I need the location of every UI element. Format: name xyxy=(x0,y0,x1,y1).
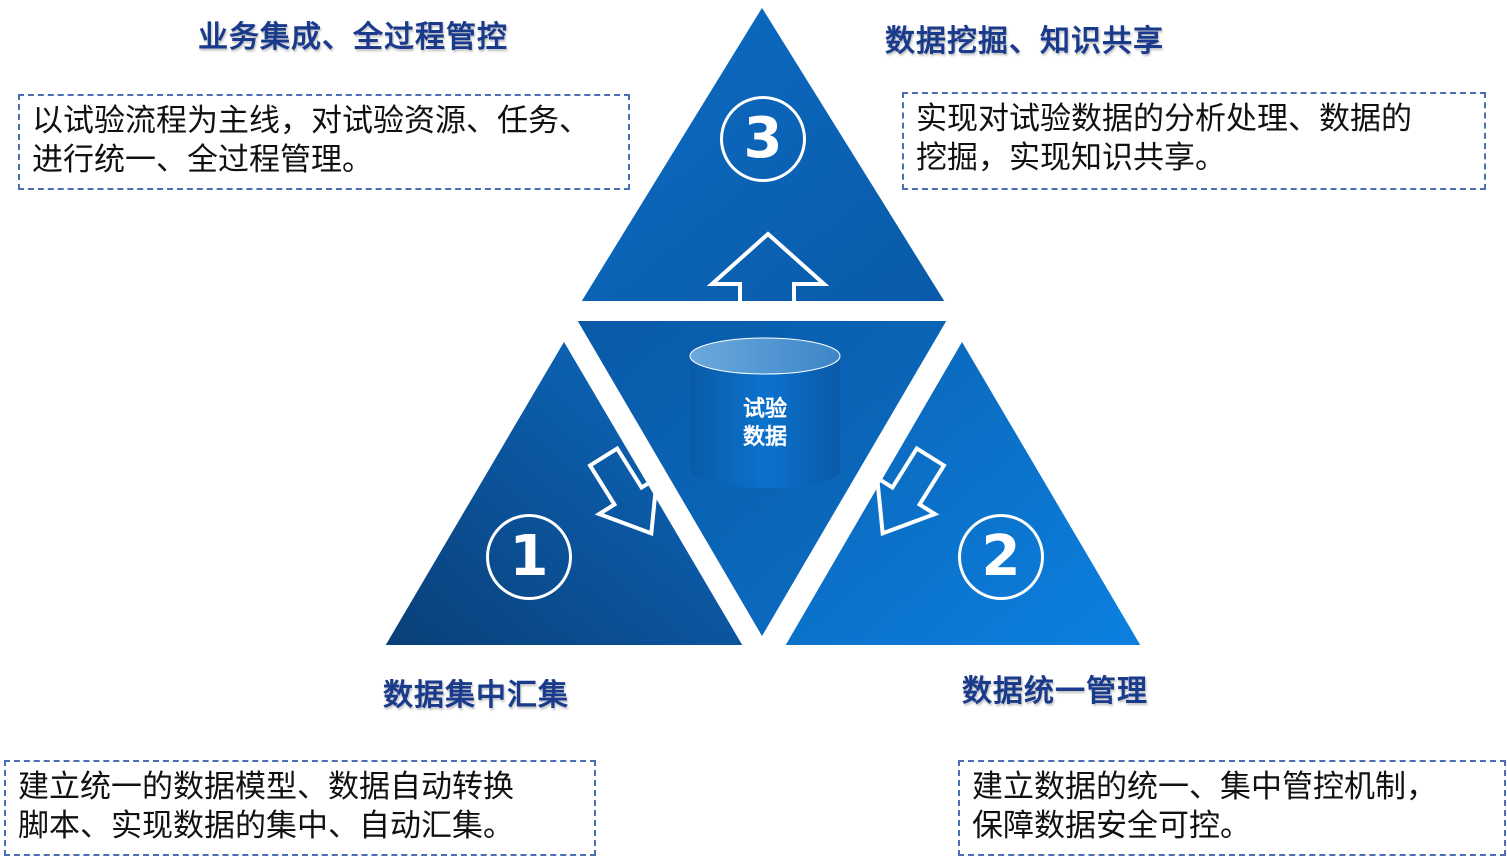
database-icon xyxy=(689,337,841,488)
top-left-desc-line1: 以试验流程为主线，对试验资源、任务、 xyxy=(32,103,590,139)
number-badge-1: 1 xyxy=(486,514,572,600)
section-2-description: 建立数据的统一、集中管控机制， 保障数据安全可控。 xyxy=(958,760,1506,856)
section-2-title: 数据统一管理 xyxy=(962,674,1148,709)
section-3-description: 实现对试验数据的分析处理、数据的 挖掘，实现知识共享。 xyxy=(902,92,1486,190)
database-label-line1: 试验 xyxy=(742,397,787,422)
database-label: 试验 数据 xyxy=(715,396,815,452)
top-left-title: 业务集成、全过程管控 xyxy=(198,20,508,55)
section-1-desc-line1: 建立统一的数据模型、数据自动转换 xyxy=(18,769,514,805)
section-3-title: 数据挖掘、知识共享 xyxy=(885,24,1164,59)
down-right-arrow-icon xyxy=(874,445,947,537)
top-left-description: 以试验流程为主线，对试验资源、任务、 进行统一、全过程管理。 xyxy=(18,94,630,190)
section-3-desc-line2: 挖掘，实现知识共享。 xyxy=(916,140,1226,176)
number-badge-2: 2 xyxy=(958,514,1044,600)
right-triangle xyxy=(782,338,1144,647)
database-label-line2: 数据 xyxy=(742,425,787,450)
section-3-desc-line1: 实现对试验数据的分析处理、数据的 xyxy=(916,101,1412,137)
top-left-desc-line2: 进行统一、全过程管理。 xyxy=(32,142,373,178)
down-left-arrow-icon xyxy=(587,445,660,537)
section-1-description: 建立统一的数据模型、数据自动转换 脚本、实现数据的集中、自动汇集。 xyxy=(4,760,596,856)
number-badge-3: 3 xyxy=(720,96,806,182)
section-2-desc-line1: 建立数据的统一、集中管控机制， xyxy=(972,769,1437,805)
section-1-desc-line2: 脚本、实现数据的集中、自动汇集。 xyxy=(18,808,514,844)
up-arrow-icon xyxy=(706,231,830,306)
section-1-title: 数据集中汇集 xyxy=(383,678,569,713)
section-2-desc-line2: 保障数据安全可控。 xyxy=(972,808,1251,844)
